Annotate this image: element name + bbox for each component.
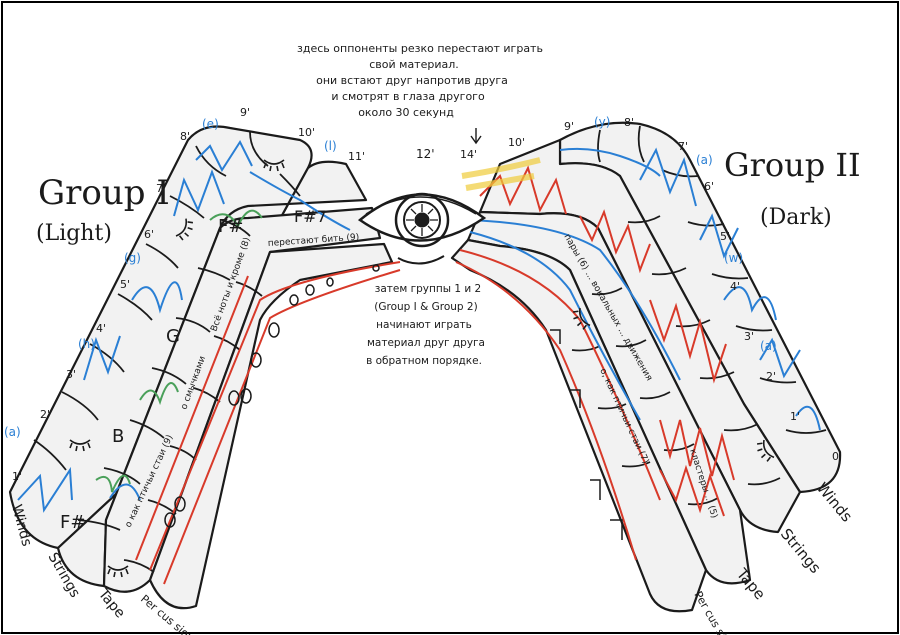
timeline-mark: 9' xyxy=(564,120,574,133)
timeline-mark: 6' xyxy=(704,180,714,193)
timeline-mark: 1' xyxy=(790,410,800,423)
top-note: здесь оппоненты резко перестают играть с… xyxy=(297,42,543,119)
timeline-center: 12' xyxy=(416,147,435,161)
timeline-mark: 14' xyxy=(460,148,477,161)
timeline-mark: 2' xyxy=(40,408,50,421)
group-right-name: Group II xyxy=(724,146,861,184)
group-right-title: Group II (Dark) xyxy=(724,146,861,230)
center-note-line: начинают играть xyxy=(376,319,472,331)
letter-markers: (a) (h) (g) (e) (l) (y) (a) (w) (a) xyxy=(4,115,777,439)
letter-marker: (a) xyxy=(696,153,713,167)
timeline-mark: 5' xyxy=(720,230,730,243)
timeline-mark: 5' xyxy=(120,278,130,291)
timeline-mark: 0' xyxy=(832,450,842,463)
closed-eye-icon xyxy=(572,307,591,330)
timeline-mark: 10' xyxy=(508,136,525,149)
letter-marker: (e) xyxy=(202,117,219,131)
timeline-mark: 8' xyxy=(180,130,190,143)
letter-marker: (a) xyxy=(760,339,777,353)
timeline-mark: 3' xyxy=(744,330,754,343)
closed-eye-icon xyxy=(107,565,129,578)
closed-eye-icon xyxy=(175,218,194,241)
group-left-subtitle: (Light) xyxy=(36,221,112,246)
letter-marker: (l) xyxy=(324,139,337,153)
left-band-strings xyxy=(56,160,368,588)
timeline-mark: 6' xyxy=(144,228,154,241)
note-fsharp: F# xyxy=(60,512,85,533)
timeline-marks: 12' 1' 2' 3' 4' 5' 6' 7' 8' 9' 10' 11' 1… xyxy=(12,106,842,483)
top-note-line: свой материал. xyxy=(369,58,459,71)
timeline-mark: 4' xyxy=(96,322,106,335)
closed-eye-icon xyxy=(756,439,775,462)
group-left-name: Group I xyxy=(38,173,170,213)
center-note-line: материал друг друга xyxy=(367,337,485,349)
center-note-line: затем группы 1 и 2 xyxy=(375,283,481,295)
percussion-marks xyxy=(164,264,623,540)
arrow-down-icon xyxy=(470,128,482,145)
letter-marker: (a) xyxy=(4,425,21,439)
timeline-mark: 2' xyxy=(766,370,776,383)
closed-eye-icons xyxy=(69,159,775,578)
note-fsharp: F# xyxy=(218,216,243,237)
group-left-title: Group I (Light) xyxy=(36,173,170,246)
timeline-mark: 10' xyxy=(298,126,315,139)
timeline-mark: 7' xyxy=(678,140,688,153)
note-fsharp7: F#7 xyxy=(294,207,327,226)
eye-icon xyxy=(357,192,487,265)
timeline-mark: 9' xyxy=(240,106,250,119)
center-note: затем группы 1 и 2 (Group I & Group 2) н… xyxy=(366,283,485,367)
center-note-line: (Group I & Group 2) xyxy=(374,301,477,313)
timeline-mark: 3' xyxy=(66,368,76,381)
letter-marker: (g) xyxy=(124,251,141,265)
note-g: G xyxy=(166,326,180,347)
group-right-subtitle: (Dark) xyxy=(760,205,832,230)
timeline-mark: 4' xyxy=(730,280,740,293)
left-band-tape xyxy=(102,206,382,593)
top-note-line: около 30 секунд xyxy=(358,106,454,119)
letter-marker: (w) xyxy=(724,251,743,265)
letter-marker: (h) xyxy=(78,337,95,351)
timeline-mark: 11' xyxy=(348,150,365,163)
timeline-mark: 8' xyxy=(624,116,634,129)
right-scribbles xyxy=(455,147,821,561)
timeline-mark: 1' xyxy=(12,470,22,483)
right-band-percussion xyxy=(450,238,708,613)
closed-eye-icon xyxy=(263,159,285,172)
top-note-line: здесь оппоненты резко перестают играть xyxy=(297,42,543,55)
closed-eye-icon xyxy=(69,439,91,452)
top-note-line: они встают друг напротив друга xyxy=(316,74,508,87)
letter-marker: (y) xyxy=(594,115,610,129)
center-note-line: в обратном порядке. xyxy=(366,355,482,367)
right-dividers xyxy=(571,125,827,506)
note-b: B xyxy=(112,426,124,447)
top-note-line: и смотрят в глаза другого xyxy=(331,90,485,103)
left-band-percussion xyxy=(148,242,394,610)
timeline-mark: 7' xyxy=(156,182,166,195)
